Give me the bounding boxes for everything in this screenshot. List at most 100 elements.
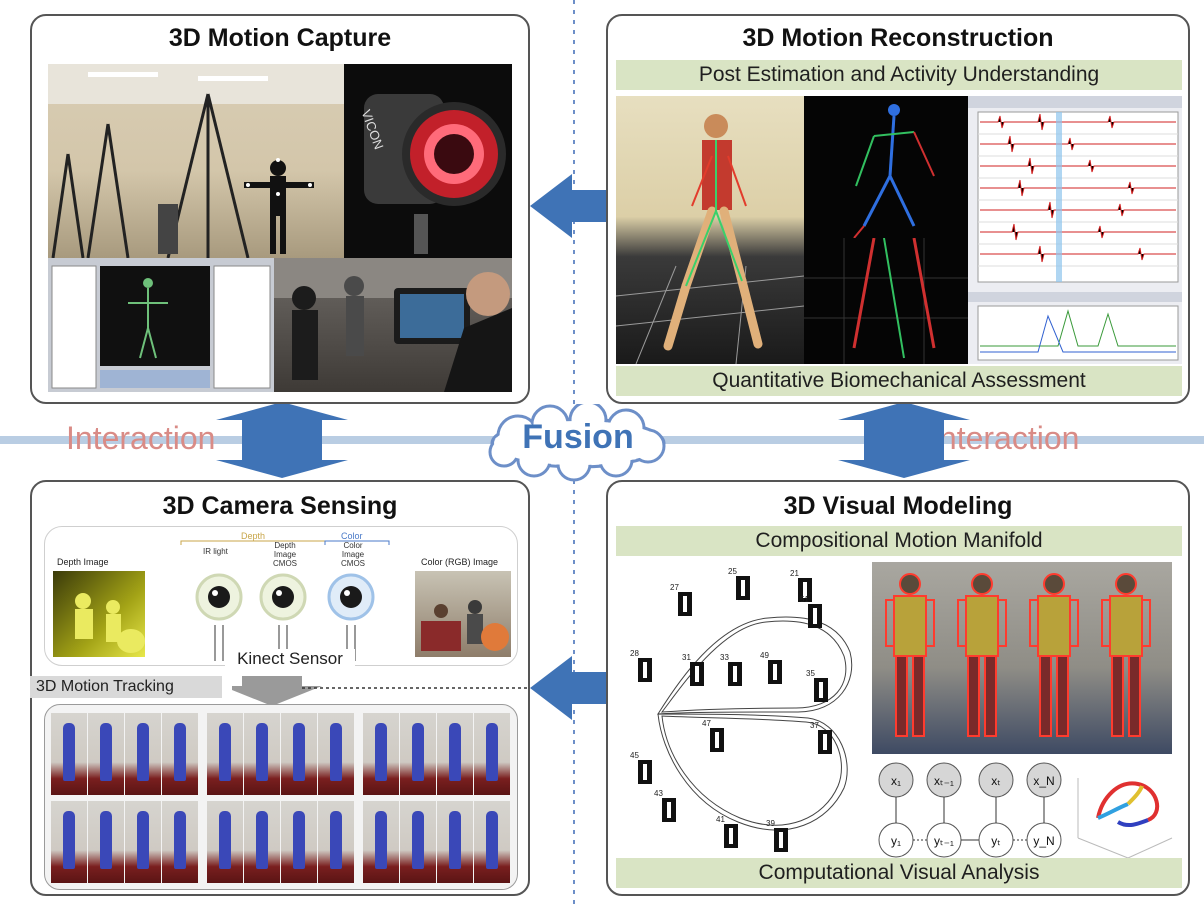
tracking-frame [474, 713, 510, 795]
walker-skeleton-part [1037, 595, 1071, 657]
panel-visual-modeling: 3D Visual Modeling Compositional Motion … [606, 480, 1190, 896]
walker-skeleton-part [997, 599, 1007, 647]
latent-node-label: xₜ₋₁ [934, 774, 954, 788]
walker-skeleton-part [1128, 655, 1141, 737]
panel-motion-reconstruction: 3D Motion Reconstruction Post Estimation… [606, 14, 1190, 404]
pose-number: 33 [720, 653, 729, 662]
tracking-frame [363, 801, 399, 883]
pose-number: 28 [630, 649, 639, 658]
walker-skeleton-part [1101, 599, 1111, 647]
walker-skeleton-part [984, 655, 997, 737]
tracking-arrow [232, 676, 530, 706]
pose-number: 21 [790, 569, 799, 578]
tracked-person-figure [137, 811, 149, 869]
pose-number: 45 [630, 751, 639, 760]
tracking-frame [437, 713, 473, 795]
pose-number: 27 [670, 583, 679, 592]
tracking-frame [125, 713, 161, 795]
pose-silhouette [733, 666, 737, 682]
group-depth-label: Depth [241, 531, 266, 541]
walker-skeleton-part [1039, 655, 1052, 737]
tracked-person-figure [293, 811, 305, 869]
walker-skeleton-part [1141, 599, 1151, 647]
latent-node-label: x_N [1033, 774, 1054, 788]
panel-title-modeling: 3D Visual Modeling [783, 492, 1013, 520]
tracked-person-figure [412, 811, 424, 869]
kinect-sensor-label: Kinect Sensor [225, 649, 355, 669]
tracking-frame [88, 713, 124, 795]
walker-skeleton-part [925, 599, 935, 647]
tracking-frame [281, 801, 317, 883]
tracking-frame [244, 713, 280, 795]
kinect-sensors-drawing [180, 540, 390, 661]
pose-number: 51 [800, 595, 809, 604]
walker-skeleton-part [967, 655, 980, 737]
walker-skeleton-part [912, 655, 925, 737]
tracking-frame [474, 801, 510, 883]
panel-title-sensing: 3D Camera Sensing [162, 492, 398, 520]
pose-number: 43 [654, 789, 663, 798]
tracking-frame [437, 801, 473, 883]
tracked-person-figure [219, 723, 231, 781]
panel-title-capture: 3D Motion Capture [168, 24, 392, 52]
color-image-label: Color (RGB) Image [421, 557, 499, 567]
tracked-person-figure [256, 811, 268, 869]
tracking-frame [400, 801, 436, 883]
walker-skeleton-part [885, 599, 895, 647]
observed-node-label: yₜ [991, 834, 1001, 848]
pose-number: 25 [728, 567, 737, 576]
tracked-person-figure [137, 723, 149, 781]
observed-node-label: y₁ [891, 834, 901, 848]
tracked-person-figure [219, 811, 231, 869]
pose-number: 49 [760, 651, 769, 660]
group-color-label: Color [341, 531, 363, 541]
skeleton-view-bottom [804, 238, 968, 364]
tracked-walker-photos [872, 562, 1172, 754]
fusion-label: Fusion [522, 418, 634, 456]
vicon-camera-photo: VICON [344, 64, 512, 258]
pose-silhouette [813, 608, 817, 624]
tracked-person-figure [486, 811, 498, 869]
observed-node-label: yₜ₋₁ [934, 834, 954, 848]
band-biomechanical-assessment: Quantitative Biomechanical Assessment [616, 366, 1182, 396]
tracking-frame [318, 713, 354, 795]
tracked-person-figure [375, 811, 387, 869]
tracking-frame [281, 713, 317, 795]
pose-silhouette [667, 802, 671, 818]
pose-silhouette [819, 682, 823, 698]
walker-skeleton-part [895, 655, 908, 737]
panel-camera-sensing: 3D Camera Sensing Depth Image Depth Colo… [30, 480, 530, 896]
signal-plots-screenshot [968, 96, 1182, 364]
motion-tracking-label: 3D Motion Tracking [30, 676, 222, 698]
panel-motion-capture: 3D Motion Capture [30, 14, 530, 404]
tracking-frame [51, 801, 87, 883]
walker-skeleton-part [1056, 655, 1069, 737]
tracked-person-figure [330, 811, 342, 869]
tracked-person-figure [256, 723, 268, 781]
tracking-frame [162, 713, 198, 795]
tracking-frame [207, 801, 243, 883]
pose-silhouette [741, 580, 745, 596]
tracking-frame [400, 713, 436, 795]
tracked-person-figure [375, 723, 387, 781]
trajectory-3d-plot [1077, 778, 1173, 859]
tracked-person-figure [100, 723, 112, 781]
walker-skeleton-part [899, 573, 921, 595]
tracked-person-figure [174, 723, 186, 781]
pose-silhouette [683, 596, 687, 612]
walker-skeleton-part [1109, 595, 1143, 657]
tracking-frame [363, 713, 399, 795]
tracking-frame [88, 801, 124, 883]
pose-silhouette [773, 664, 777, 680]
arrow-bottom-left-icon [530, 656, 606, 720]
tracked-person-figure [63, 811, 75, 869]
pose-silhouette [779, 832, 783, 848]
pose-number: 37 [810, 721, 819, 730]
tracked-person-figure [449, 723, 461, 781]
tracked-person-figure [63, 723, 75, 781]
walker-skeleton-part [1115, 573, 1137, 595]
